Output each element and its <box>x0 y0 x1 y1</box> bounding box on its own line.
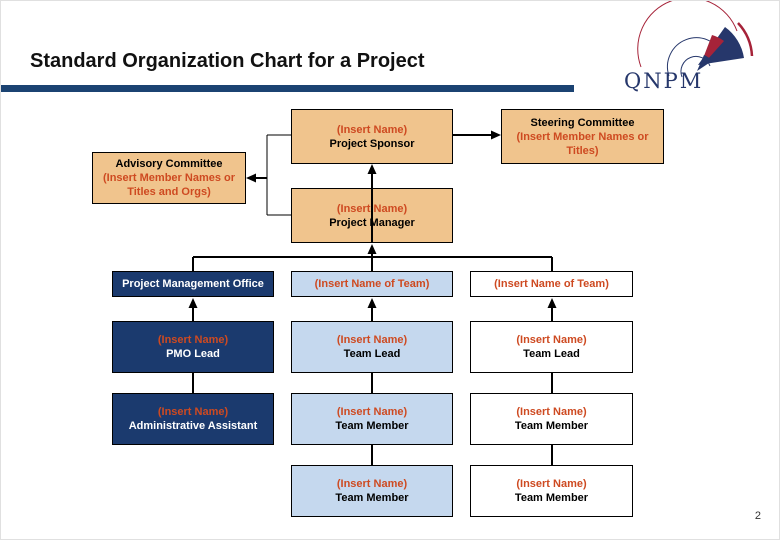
team1-member1-role: Team Member <box>335 420 409 432</box>
team1-lead-name: (Insert Name) <box>336 334 408 346</box>
advisory-committee-title: Advisory Committee <box>115 158 223 170</box>
project-sponsor-name: (Insert Name) <box>336 123 408 136</box>
steering-committee-title: Steering Committee <box>530 116 635 129</box>
team1-member1-name: (Insert Name) <box>336 406 408 418</box>
team2-lead-name: (Insert Name) <box>516 334 587 346</box>
admin-assistant-name: (Insert Name) <box>157 406 229 418</box>
qnpm-logo-icon: QNPM <box>624 1 754 93</box>
advisory-committee-members: (Insert Member Names or Titles and Orgs) <box>102 172 236 198</box>
project-sponsor-box: (Insert Name) Project Sponsor <box>291 109 453 164</box>
team2-lead-box: (Insert Name) Team Lead <box>470 321 633 373</box>
team1-lead-box: (Insert Name) Team Lead <box>291 321 453 373</box>
team1-member2-box: (Insert Name) Team Member <box>291 465 453 517</box>
team2-member1-box: (Insert Name) Team Member <box>470 393 633 445</box>
team1-header-box: (Insert Name of Team) <box>291 271 453 297</box>
team2-member2-box: (Insert Name) Team Member <box>470 465 633 517</box>
qnpm-logo-text: QNPM <box>624 69 703 93</box>
title-underline-bar <box>1 85 574 92</box>
project-sponsor-role: Project Sponsor <box>329 137 415 150</box>
team1-member2-name: (Insert Name) <box>336 478 408 490</box>
team2-header-box: (Insert Name of Team) <box>470 271 633 297</box>
pmo-header-box: Project Management Office <box>112 271 274 297</box>
team1-member1-box: (Insert Name) Team Member <box>291 393 453 445</box>
admin-assistant-box: (Insert Name) Administrative Assistant <box>112 393 274 445</box>
page-number: 2 <box>754 510 761 522</box>
project-manager-name: (Insert Name) <box>336 202 408 215</box>
pmo-lead-role: PMO Lead <box>166 348 220 360</box>
team1-member2-role: Team Member <box>335 492 409 504</box>
project-manager-box: (Insert Name) Project Manager <box>291 188 453 243</box>
team2-header-label: (Insert Name of Team) <box>494 278 609 290</box>
steering-committee-box: Steering Committee (Insert Member Names … <box>501 109 664 164</box>
steering-committee-members: (Insert Member Names or Titles) <box>516 130 649 157</box>
team1-lead-role: Team Lead <box>343 348 401 360</box>
page-title: Standard Organization Chart for a Projec… <box>30 50 425 72</box>
team1-header-label: (Insert Name of Team) <box>314 278 430 290</box>
pmo-lead-box: (Insert Name) PMO Lead <box>112 321 274 373</box>
project-manager-role: Project Manager <box>329 216 415 229</box>
pmo-header-label: Project Management Office <box>122 278 264 290</box>
pmo-lead-name: (Insert Name) <box>157 334 229 346</box>
advisory-committee-box: Advisory Committee (Insert Member Names … <box>92 152 246 204</box>
team2-member1-name: (Insert Name) <box>516 406 587 418</box>
team2-lead-role: Team Lead <box>523 348 580 360</box>
team2-member2-name: (Insert Name) <box>516 478 587 490</box>
team2-member2-role: Team Member <box>514 492 589 504</box>
admin-assistant-role: Administrative Assistant <box>128 420 258 432</box>
team2-member1-role: Team Member <box>514 420 589 432</box>
